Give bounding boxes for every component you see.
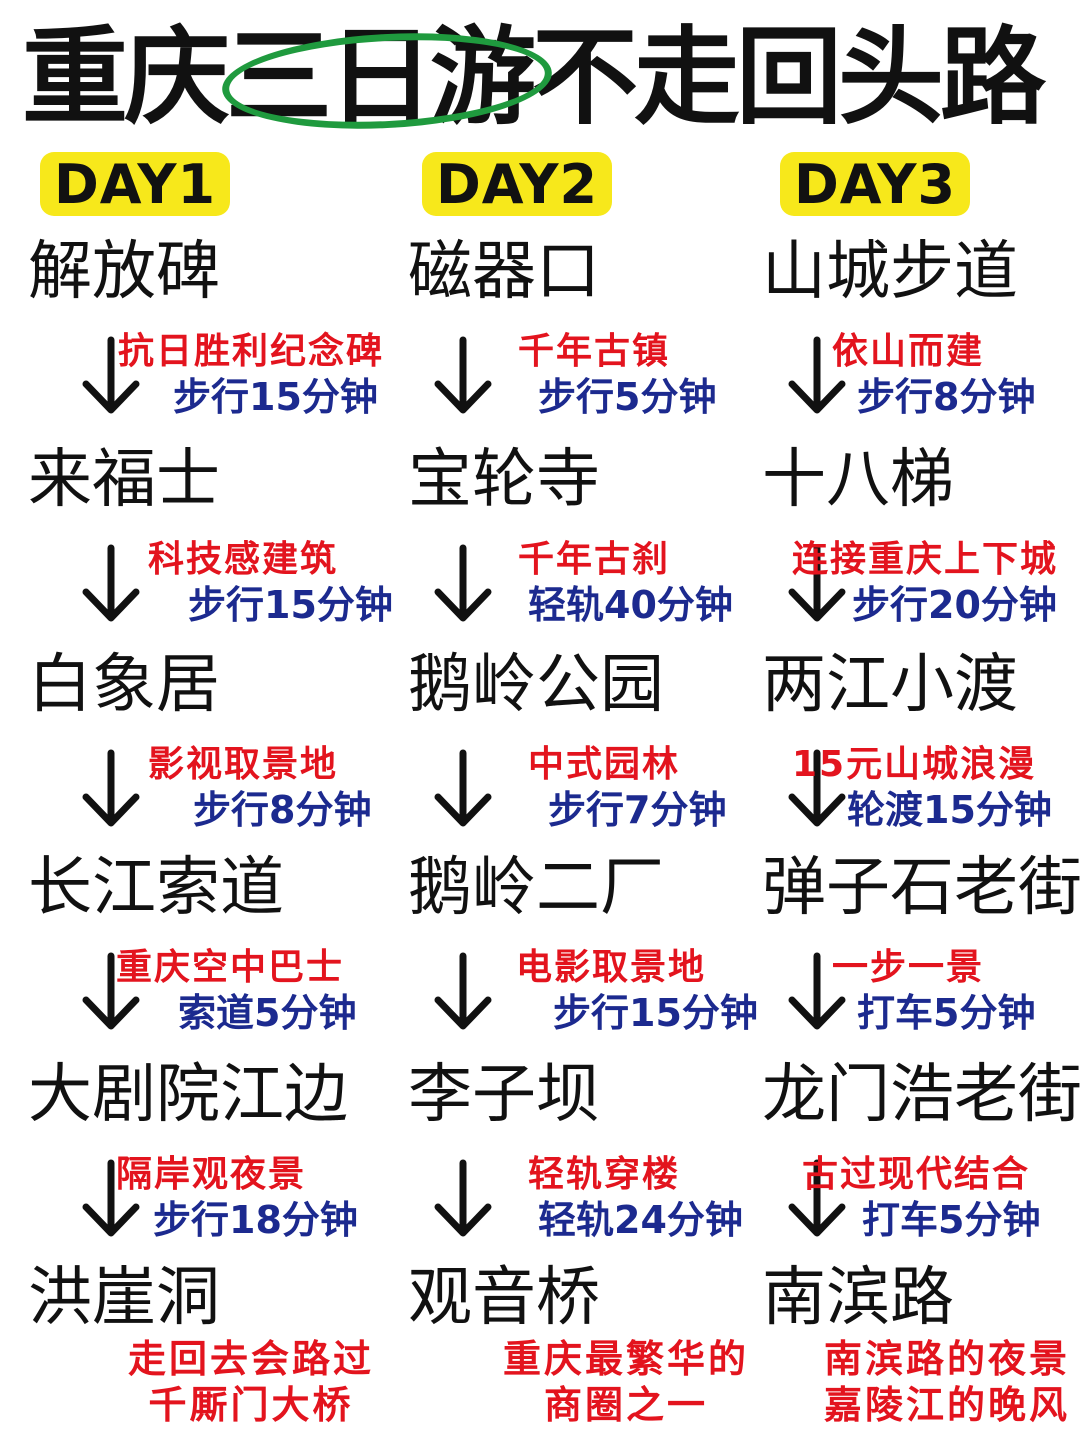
transport-note: 步行8分钟 <box>193 788 372 832</box>
final-note-line: 千厮门大桥 <box>148 1383 354 1427</box>
down-arrow-icon <box>428 749 498 829</box>
down-arrow-icon <box>428 1159 498 1239</box>
transport-note: 轻轨24分钟 <box>538 1198 743 1242</box>
highlight-note: 重庆空中巴士 <box>116 947 345 988</box>
transport-note: 步行7分钟 <box>548 788 727 832</box>
highlight-note: 千年古镇 <box>518 331 671 372</box>
highlight-note: 15元山城浪漫 <box>792 744 1037 785</box>
place-name: 解放碑 <box>28 235 220 309</box>
final-note: 南滨路的夜景嘉陵江的晚风 <box>824 1336 1070 1428</box>
page-title: 重庆三日游不走回头路 <box>22 16 1046 139</box>
highlight-note: 一步一景 <box>832 947 985 988</box>
place-name: 白象居 <box>28 648 220 722</box>
down-arrow-icon <box>76 1159 146 1239</box>
highlight-note: 隔岸观夜景 <box>116 1154 307 1195</box>
transport-note: 打车5分钟 <box>857 991 1036 1035</box>
down-arrow-icon <box>428 544 498 624</box>
highlight-note: 连接重庆上下城 <box>792 539 1059 580</box>
title-area: 重庆三日游不走回头路 <box>0 18 1080 138</box>
day-column-2: DAY2 磁器口宝轮寺鹅岭公园鹅岭二厂李子坝观音桥 千年古镇步行5分钟千年古刹轻轨4… <box>408 0 758 1440</box>
transport-note: 步行8分钟 <box>857 375 1036 419</box>
transport-note: 轻轨40分钟 <box>528 583 733 627</box>
place-name: 宝轮寺 <box>408 443 600 517</box>
down-arrow-icon <box>76 336 146 416</box>
transport-note: 步行18分钟 <box>153 1198 358 1242</box>
day-column-3: DAY3 山城步道十八梯两江小渡弹子石老街龙门浩老街南滨路 依山而建步行8分钟连接重… <box>762 0 1080 1440</box>
down-arrow-icon <box>782 544 852 624</box>
place-name: 来福士 <box>28 443 220 517</box>
transport-note: 步行15分钟 <box>188 583 393 627</box>
day-badge: DAY2 <box>422 152 612 216</box>
down-arrow-icon <box>782 336 852 416</box>
final-note: 重庆最繁华的商圈之一 <box>503 1336 749 1428</box>
final-note: 走回去会路过千厮门大桥 <box>128 1336 374 1428</box>
highlight-note: 千年古刹 <box>518 539 671 580</box>
down-arrow-icon <box>76 544 146 624</box>
place-name: 大剧院江边 <box>28 1058 348 1132</box>
highlight-note: 科技感建筑 <box>148 539 339 580</box>
place-name: 十八梯 <box>762 443 954 517</box>
highlight-note: 电影取景地 <box>516 947 707 988</box>
highlight-note: 古过现代结合 <box>802 1154 1031 1195</box>
down-arrow-icon <box>76 749 146 829</box>
day-badge: DAY1 <box>40 152 230 216</box>
place-name: 龙门浩老街 <box>762 1058 1080 1132</box>
final-note-line: 商圈之一 <box>544 1383 709 1427</box>
final-note-line: 嘉陵江的晚风 <box>824 1383 1071 1427</box>
transport-note: 步行20分钟 <box>852 583 1057 627</box>
final-note-line: 南滨路的夜景 <box>824 1337 1071 1381</box>
day-badge: DAY3 <box>780 152 970 216</box>
place-name: 磁器口 <box>408 235 600 309</box>
down-arrow-icon <box>782 952 852 1032</box>
highlight-note: 中式园林 <box>528 744 681 785</box>
transport-note: 步行15分钟 <box>173 375 378 419</box>
highlight-note: 影视取景地 <box>148 744 339 785</box>
transport-note: 步行5分钟 <box>538 375 717 419</box>
place-name: 长江索道 <box>28 851 284 925</box>
transport-note: 轮渡15分钟 <box>847 788 1052 832</box>
place-name: 李子坝 <box>408 1058 600 1132</box>
highlight-note: 轻轨穿楼 <box>528 1154 681 1195</box>
place-name: 鹅岭公园 <box>408 648 664 722</box>
down-arrow-icon <box>428 336 498 416</box>
place-name: 观音桥 <box>408 1261 600 1335</box>
place-name: 两江小渡 <box>762 648 1018 722</box>
place-name: 洪崖洞 <box>28 1261 220 1335</box>
place-name: 鹅岭二厂 <box>408 851 664 925</box>
highlight-note: 抗日胜利纪念碑 <box>118 331 385 372</box>
place-name: 南滨路 <box>762 1261 954 1335</box>
down-arrow-icon <box>782 749 852 829</box>
final-note-line: 走回去会路过 <box>128 1337 375 1381</box>
down-arrow-icon <box>782 1159 852 1239</box>
place-name: 山城步道 <box>762 235 1018 309</box>
place-name: 弹子石老街 <box>762 851 1080 925</box>
transport-note: 打车5分钟 <box>862 1198 1041 1242</box>
down-arrow-icon <box>428 952 498 1032</box>
transport-note: 索道5分钟 <box>178 991 357 1035</box>
final-note-line: 重庆最繁华的 <box>503 1337 750 1381</box>
transport-note: 步行15分钟 <box>553 991 758 1035</box>
down-arrow-icon <box>76 952 146 1032</box>
highlight-note: 依山而建 <box>832 331 985 372</box>
